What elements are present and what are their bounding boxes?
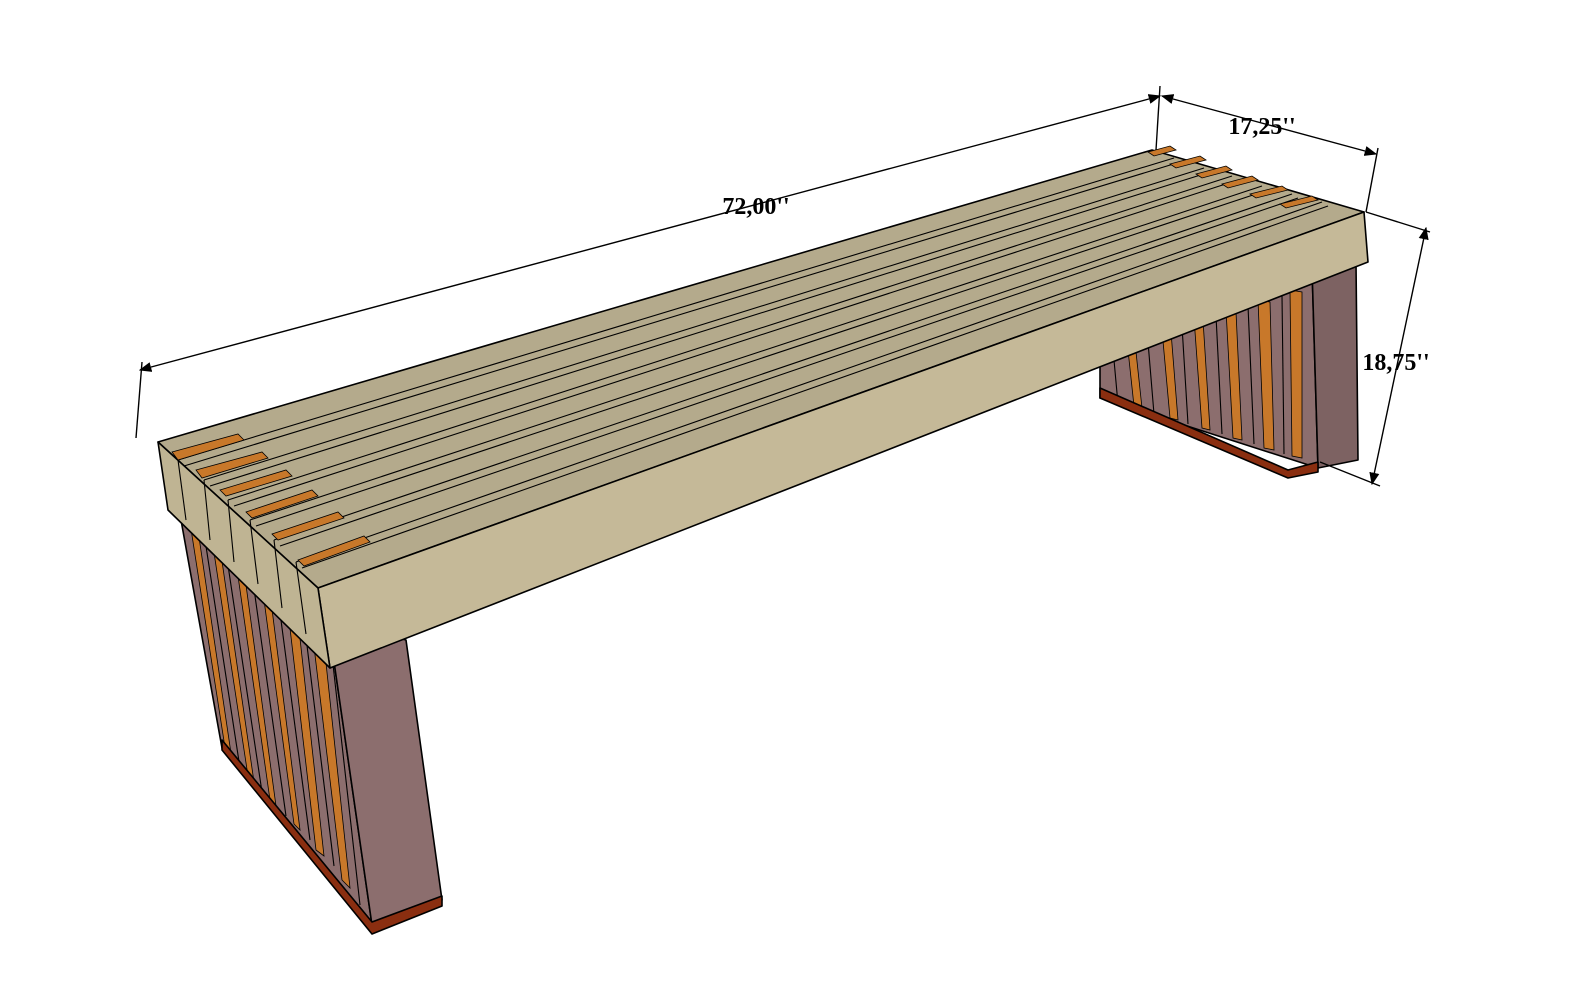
dimension-width-label: 17,25'' bbox=[1228, 114, 1295, 140]
dimension-width: 17,25'' bbox=[1160, 94, 1379, 213]
dimension-height: 18,75'' bbox=[1319, 211, 1431, 487]
seat-end-vertical-lines bbox=[177, 459, 307, 635]
dimension-length-label: 72,00'' bbox=[722, 194, 789, 220]
dimension-length: 72,00'' bbox=[135, 85, 1162, 439]
seat-end-cap-accents bbox=[171, 145, 1319, 567]
left-leg bbox=[171, 469, 443, 935]
dimension-height-label: 18,75'' bbox=[1362, 350, 1429, 376]
right-leg-foot bbox=[1099, 387, 1319, 479]
seat-end bbox=[157, 441, 331, 669]
left-leg-foot bbox=[221, 739, 443, 935]
